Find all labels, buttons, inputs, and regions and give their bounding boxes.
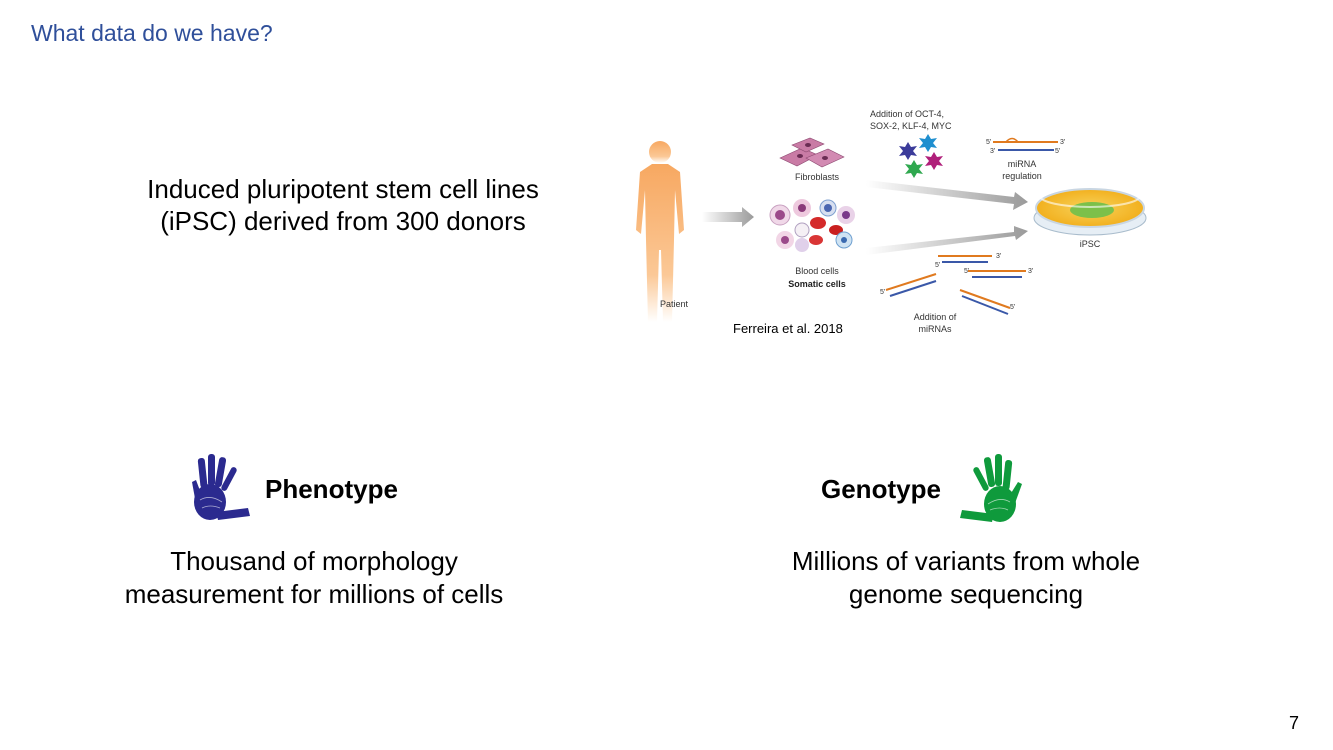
somatic-cells-label: Somatic cells bbox=[788, 279, 846, 289]
factors-label-line-2: SOX-2, KLF-4, MYC bbox=[870, 121, 952, 131]
blue-handprint-icon bbox=[192, 454, 250, 520]
green-handprint-icon bbox=[960, 454, 1022, 522]
figure-citation: Ferreira et al. 2018 bbox=[733, 321, 843, 336]
patient-silhouette-icon bbox=[636, 141, 684, 322]
phenotype-description: Thousand of morphology measurement for m… bbox=[94, 545, 534, 611]
genotype-description: Millions of variants from whole genome s… bbox=[760, 545, 1172, 611]
genotype-label: Genotype bbox=[821, 474, 941, 504]
ipsc-line-2: (iPSC) derived from 300 donors bbox=[160, 206, 526, 236]
patient-label: Patient bbox=[660, 299, 689, 309]
transcription-factors-icon bbox=[899, 134, 943, 178]
mirna-regulation-label-line-1: miRNA bbox=[1008, 159, 1037, 169]
add-mirnas-label-line-2: miRNAs bbox=[919, 324, 952, 334]
mirna-duplex-icon bbox=[993, 137, 1058, 151]
add-mirnas-label-line-1: Addition of bbox=[914, 312, 957, 322]
five-prime-label: 5' bbox=[880, 289, 885, 296]
factors-label-line-1: Addition of OCT-4, bbox=[870, 109, 944, 119]
phenotype-label: Phenotype bbox=[265, 474, 398, 504]
five-prime-label: 5' bbox=[935, 262, 940, 269]
page-number: 7 bbox=[1289, 713, 1300, 733]
genotype-line-1: Millions of variants from whole bbox=[791, 546, 1141, 576]
three-prime-label: 3' bbox=[990, 148, 995, 155]
mirna-regulation-label-line-2: regulation bbox=[1002, 171, 1042, 181]
fibroblasts-icon bbox=[779, 137, 845, 168]
ipsc-derivation-figure: Patient Fibroblasts Blood cells Somatic … bbox=[636, 109, 1147, 334]
three-prime-label: 3' bbox=[996, 253, 1001, 260]
five-prime-label: 5' bbox=[986, 139, 991, 146]
ipsc-line-1: Induced pluripotent stem cell lines bbox=[147, 174, 539, 204]
phenotype-line-2: measurement for millions of cells bbox=[124, 579, 504, 609]
arrow-icon bbox=[702, 207, 754, 227]
mirna-duplexes-icon bbox=[885, 255, 1026, 315]
petri-dish-icon bbox=[1033, 184, 1147, 236]
blood-cells-icon bbox=[769, 199, 855, 252]
ipsc-description: Induced pluripotent stem cell lines (iPS… bbox=[100, 173, 586, 237]
blood-cells-label: Blood cells bbox=[795, 266, 839, 276]
three-prime-label: 3' bbox=[1028, 268, 1033, 275]
fibroblasts-label: Fibroblasts bbox=[795, 172, 840, 182]
five-prime-label: 5' bbox=[1010, 304, 1015, 311]
five-prime-label: 5' bbox=[1055, 148, 1060, 155]
ipsc-label: iPSC bbox=[1080, 239, 1101, 249]
three-prime-label: 3' bbox=[1060, 139, 1065, 146]
slide-title: What data do we have? bbox=[31, 20, 273, 46]
genotype-line-2: genome sequencing bbox=[848, 579, 1084, 609]
five-prime-label: 5' bbox=[964, 268, 969, 275]
arrow-icon bbox=[866, 180, 1028, 210]
arrow-icon bbox=[866, 226, 1028, 255]
phenotype-line-1: Thousand of morphology bbox=[170, 546, 458, 576]
